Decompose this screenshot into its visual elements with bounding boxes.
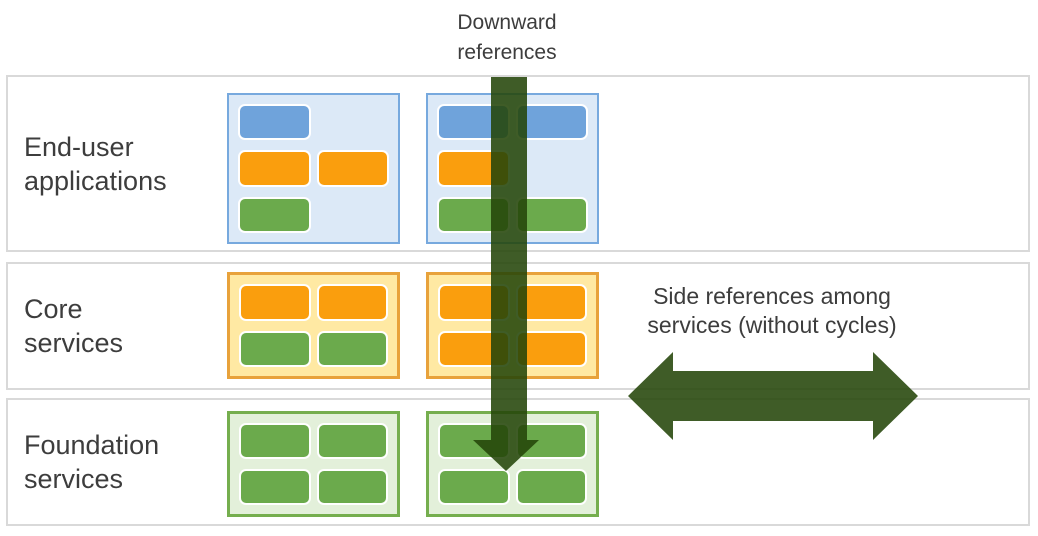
- blue-component-block: [238, 104, 311, 141]
- orange-component-block: [515, 330, 587, 367]
- green-component-block: [438, 469, 510, 505]
- green-component-block: [239, 423, 311, 459]
- green-component-block: [316, 469, 388, 505]
- green-component-block: [515, 196, 588, 233]
- empty-cell: [317, 104, 390, 140]
- green-component-block: [515, 469, 587, 505]
- orange-component-block: [238, 150, 311, 187]
- layer-label-core-services: Core services: [24, 294, 124, 358]
- green-component-block: [238, 196, 311, 233]
- green-component-block: [316, 330, 388, 367]
- green-component-block: [316, 423, 388, 459]
- foundation-service-box-1: [227, 411, 400, 517]
- application-box-1: [227, 93, 400, 244]
- layer-label-end-user-applications: End-user applications: [24, 131, 167, 196]
- layer-band-foundation-services: Foundation services: [6, 398, 1030, 526]
- downward-references-label: Downward references: [457, 11, 557, 64]
- side-references-label: Side references among services (without …: [647, 283, 897, 338]
- orange-component-block: [239, 284, 311, 321]
- green-component-block: [239, 330, 311, 367]
- core-service-box-1: [227, 272, 400, 379]
- empty-cell: [317, 197, 390, 233]
- orange-component-block: [316, 150, 389, 187]
- layer-label-foundation-services: Foundation services: [24, 430, 160, 494]
- orange-component-block: [316, 284, 388, 321]
- green-component-block: [239, 469, 311, 505]
